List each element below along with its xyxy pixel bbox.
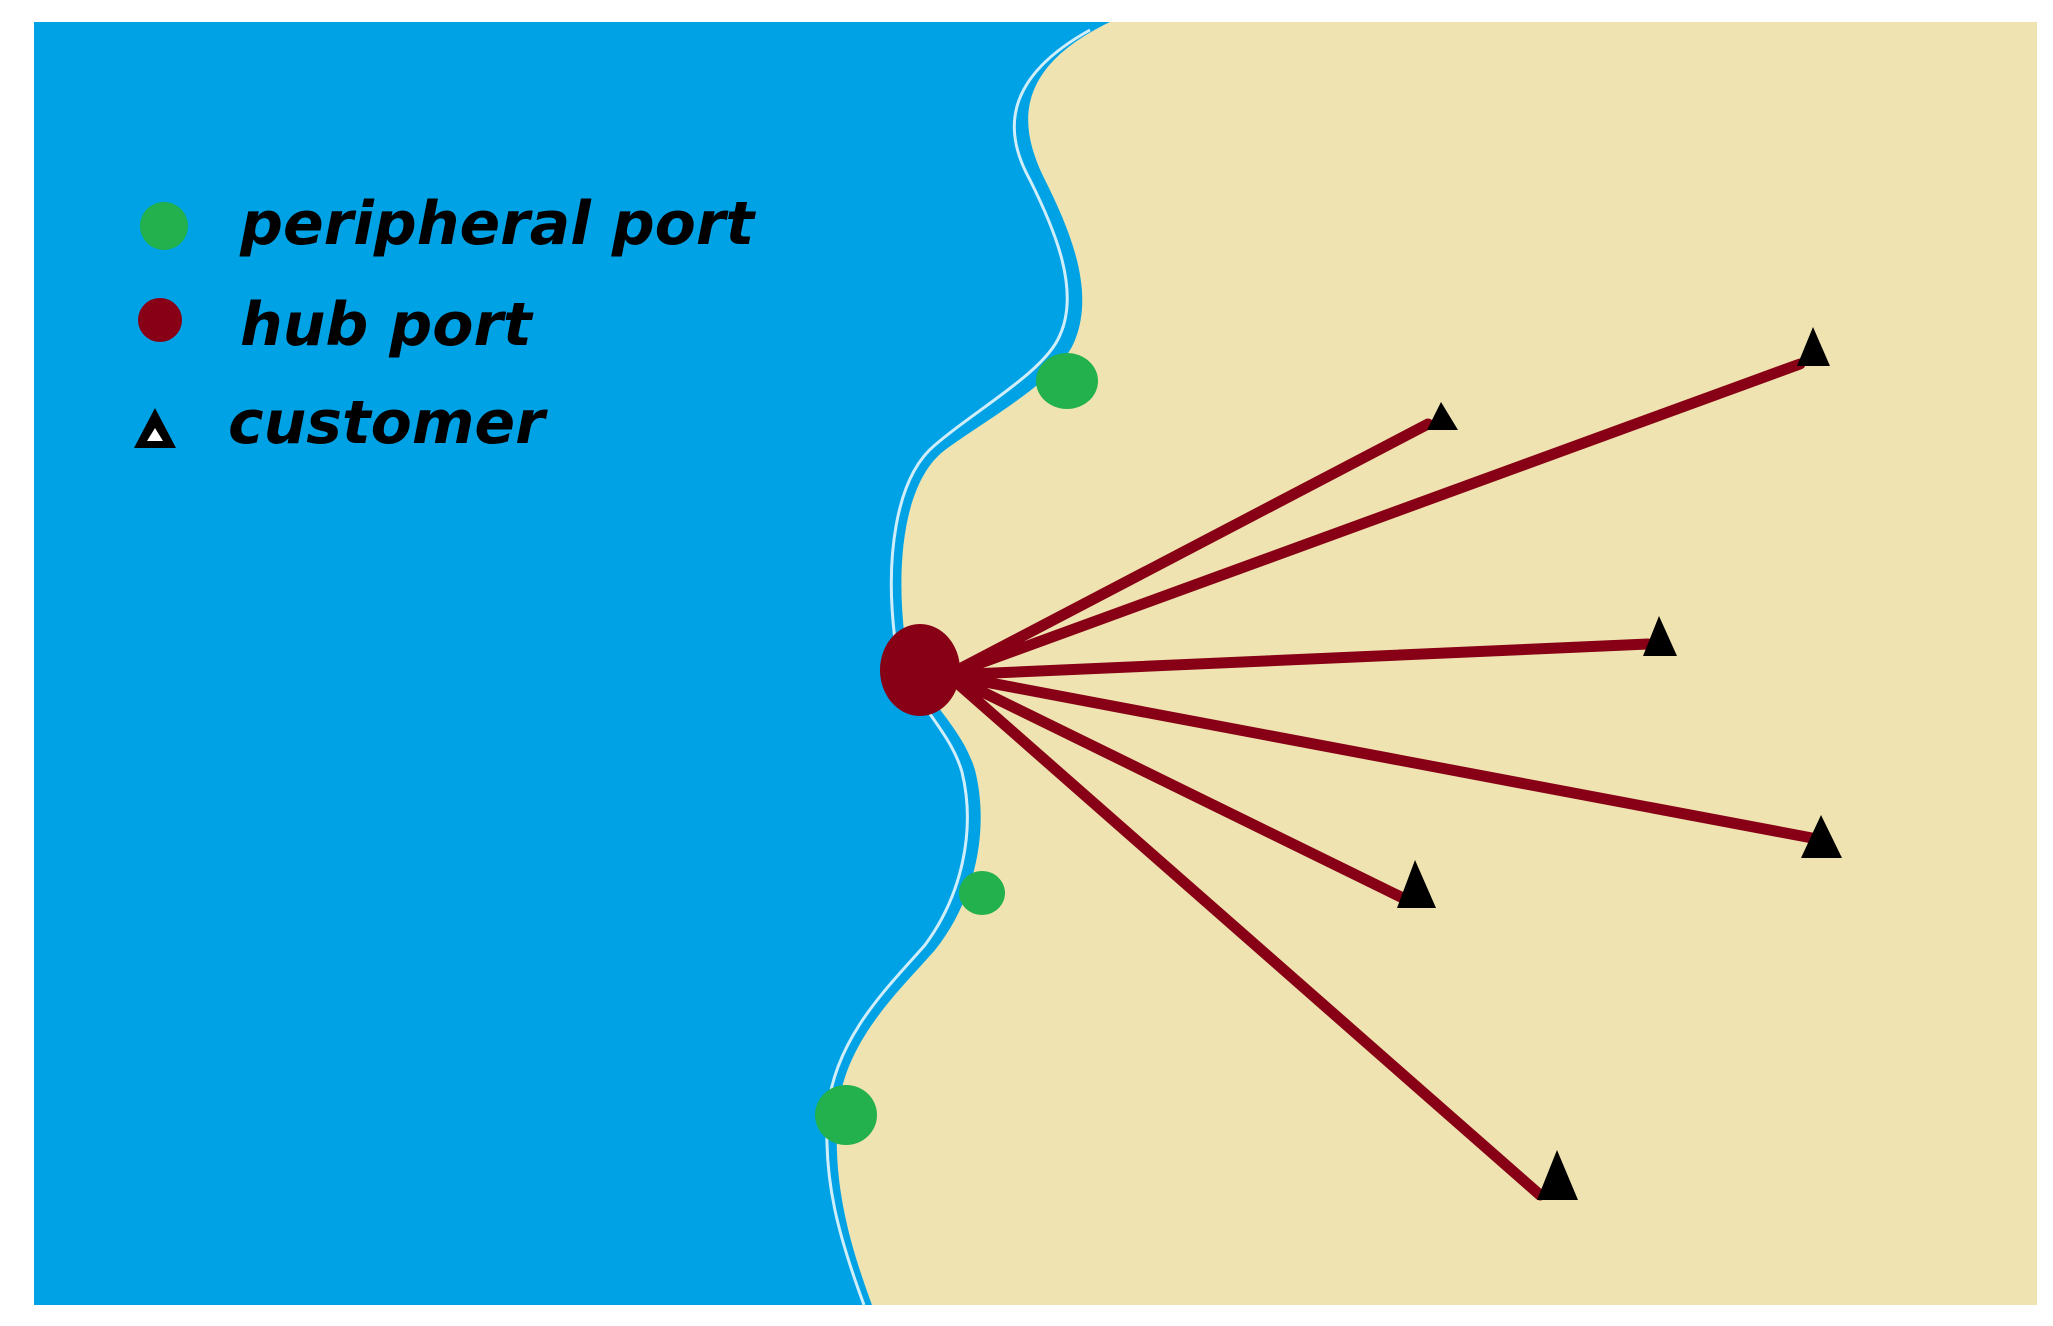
route-line [942,669,1546,1201]
routes-layer [942,358,1818,1201]
legend-label-peripheral-port: peripheral port [239,189,756,259]
route-line [942,638,1654,681]
legend-peripheral-port-icon [140,202,188,250]
customer [1397,860,1436,908]
route-line [942,418,1434,681]
customer [1797,327,1830,366]
route-line [942,358,1806,681]
legend-customer-icon [134,408,176,448]
peripheral-ports-layer [815,353,1098,1145]
route-line [942,669,1411,905]
legend-hub-port-icon [138,298,182,342]
peripheral-port [815,1085,877,1145]
customer [1427,402,1458,430]
customers-layer [1397,327,1842,1200]
customer [1537,1150,1578,1200]
customer [1643,616,1677,656]
hub-port [880,624,960,716]
peripheral-port [959,871,1005,915]
legend-label-hub-port: hub port [240,290,534,360]
land-area [836,22,2038,1305]
peripheral-port [1036,353,1098,409]
route-line [942,669,1818,844]
legend-label-customer: customer [228,388,548,458]
legend: peripheral port hub port customer [134,189,756,458]
customer [1801,815,1842,858]
